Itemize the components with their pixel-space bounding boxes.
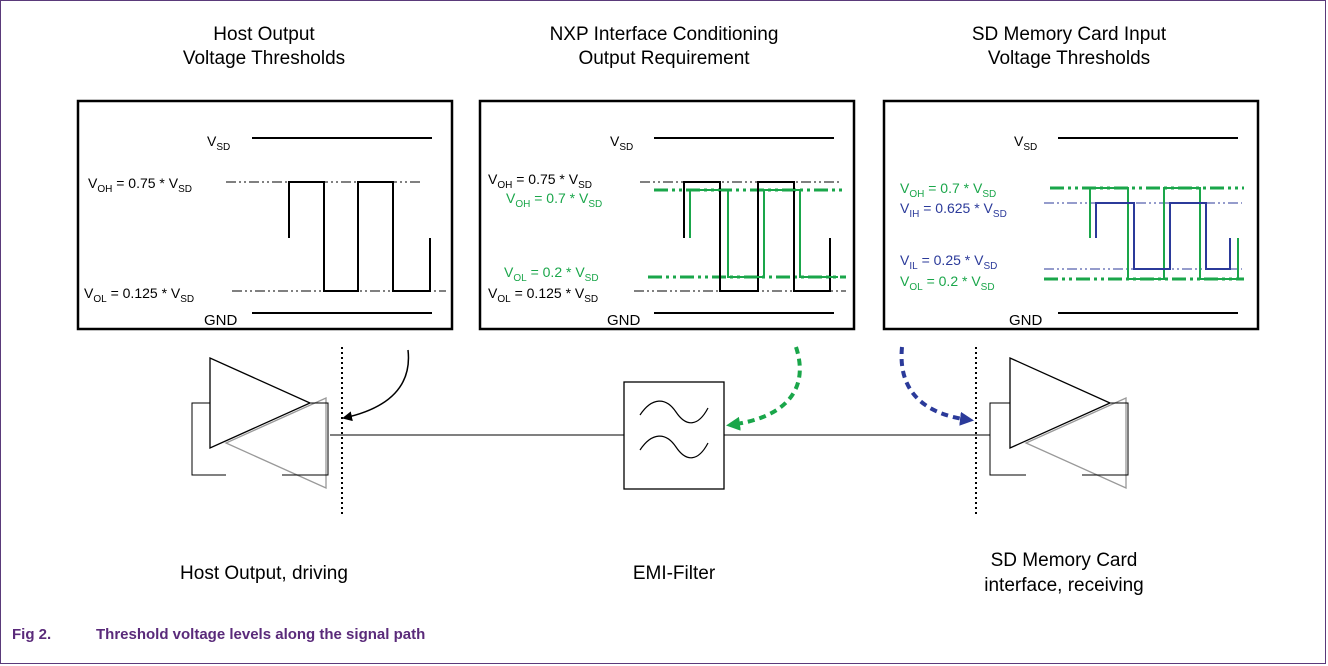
figure-caption: Fig 2. Threshold voltage levels along the…: [12, 626, 425, 643]
filter-wave-icon: [639, 435, 709, 459]
blue-vih-label: VIH = 0.625 * VSD: [900, 200, 1007, 220]
buffer-loop-line: [191, 402, 226, 476]
figure-number: Fig 2.: [12, 626, 52, 643]
vsd-label: VSD: [610, 133, 633, 153]
blue-vil-label: VIL = 0.25 * VSD: [900, 252, 997, 272]
vsd-label: VSD: [207, 133, 230, 153]
black-vol-label: VOL = 0.125 * VSD: [488, 285, 598, 305]
green-square-wave: [1089, 187, 1239, 280]
panel-title: SD Memory Card Input: [972, 24, 1167, 45]
panel-host-output: Host Output Voltage Thresholds VSD VOH =…: [76, 24, 454, 331]
panel-box: [882, 99, 1260, 331]
blue-square-wave: [1095, 202, 1231, 270]
filter-wave-icon: [639, 400, 709, 424]
buffer-output-line: [1082, 402, 1129, 476]
black-voh-label: VOH = 0.75 * VSD: [488, 171, 592, 191]
sd-card-label: SD Memory Card: [991, 550, 1138, 571]
figure-caption-text: Threshold voltage levels along the signa…: [96, 626, 426, 643]
output-buffer-icon: [1024, 396, 1127, 490]
green-voh-label: VOH = 0.7 * VSD: [506, 190, 602, 210]
green-vol-label: VOL = 0.2 * VSD: [504, 264, 599, 284]
panel-title: Host Output: [213, 24, 315, 45]
emi-filter: [623, 346, 802, 490]
vsd-label: VSD: [1014, 133, 1037, 153]
panel-subtitle: Output Requirement: [578, 48, 750, 69]
host-driver: [191, 347, 410, 516]
panel-box: [478, 99, 856, 331]
panel-title: NXP Interface Conditioning: [550, 24, 779, 45]
panel-box: [76, 99, 454, 331]
input-buffer-icon: [224, 396, 327, 490]
green-vol-label: VOL = 0.2 * VSD: [900, 273, 995, 293]
vol-label: VOL = 0.125 * VSD: [84, 285, 194, 305]
host-square-wave: [288, 181, 431, 292]
gnd-label: GND: [1009, 312, 1043, 329]
green-square-wave: [689, 189, 838, 278]
sd-card-receiver: [899, 346, 1129, 516]
input-buffer-icon: [1009, 356, 1112, 450]
buffer-output-line: [282, 402, 329, 476]
green-voh-label: VOH = 0.7 * VSD: [900, 180, 996, 200]
gnd-label: GND: [607, 312, 641, 329]
buffer-loop-line: [989, 402, 1026, 476]
blue-arrow: [899, 346, 974, 426]
panel-subtitle: Voltage Thresholds: [988, 48, 1150, 69]
sd-card-label-line2: interface, receiving: [984, 575, 1143, 596]
panel-nxp-conditioning: NXP Interface Conditioning Output Requir…: [478, 24, 856, 331]
green-arrow: [726, 346, 802, 431]
host-output-label: Host Output, driving: [180, 563, 348, 584]
host-arrow: [342, 349, 410, 422]
emi-filter-label: EMI-Filter: [633, 563, 716, 584]
voh-label: VOH = 0.75 * VSD: [88, 175, 192, 195]
filter-box: [623, 381, 725, 490]
panel-subtitle: Voltage Thresholds: [183, 48, 345, 69]
panel-sd-card: SD Memory Card Input Voltage Thresholds …: [882, 24, 1260, 331]
gnd-label: GND: [204, 312, 238, 329]
black-square-wave: [683, 181, 831, 292]
output-buffer-icon: [209, 356, 312, 450]
